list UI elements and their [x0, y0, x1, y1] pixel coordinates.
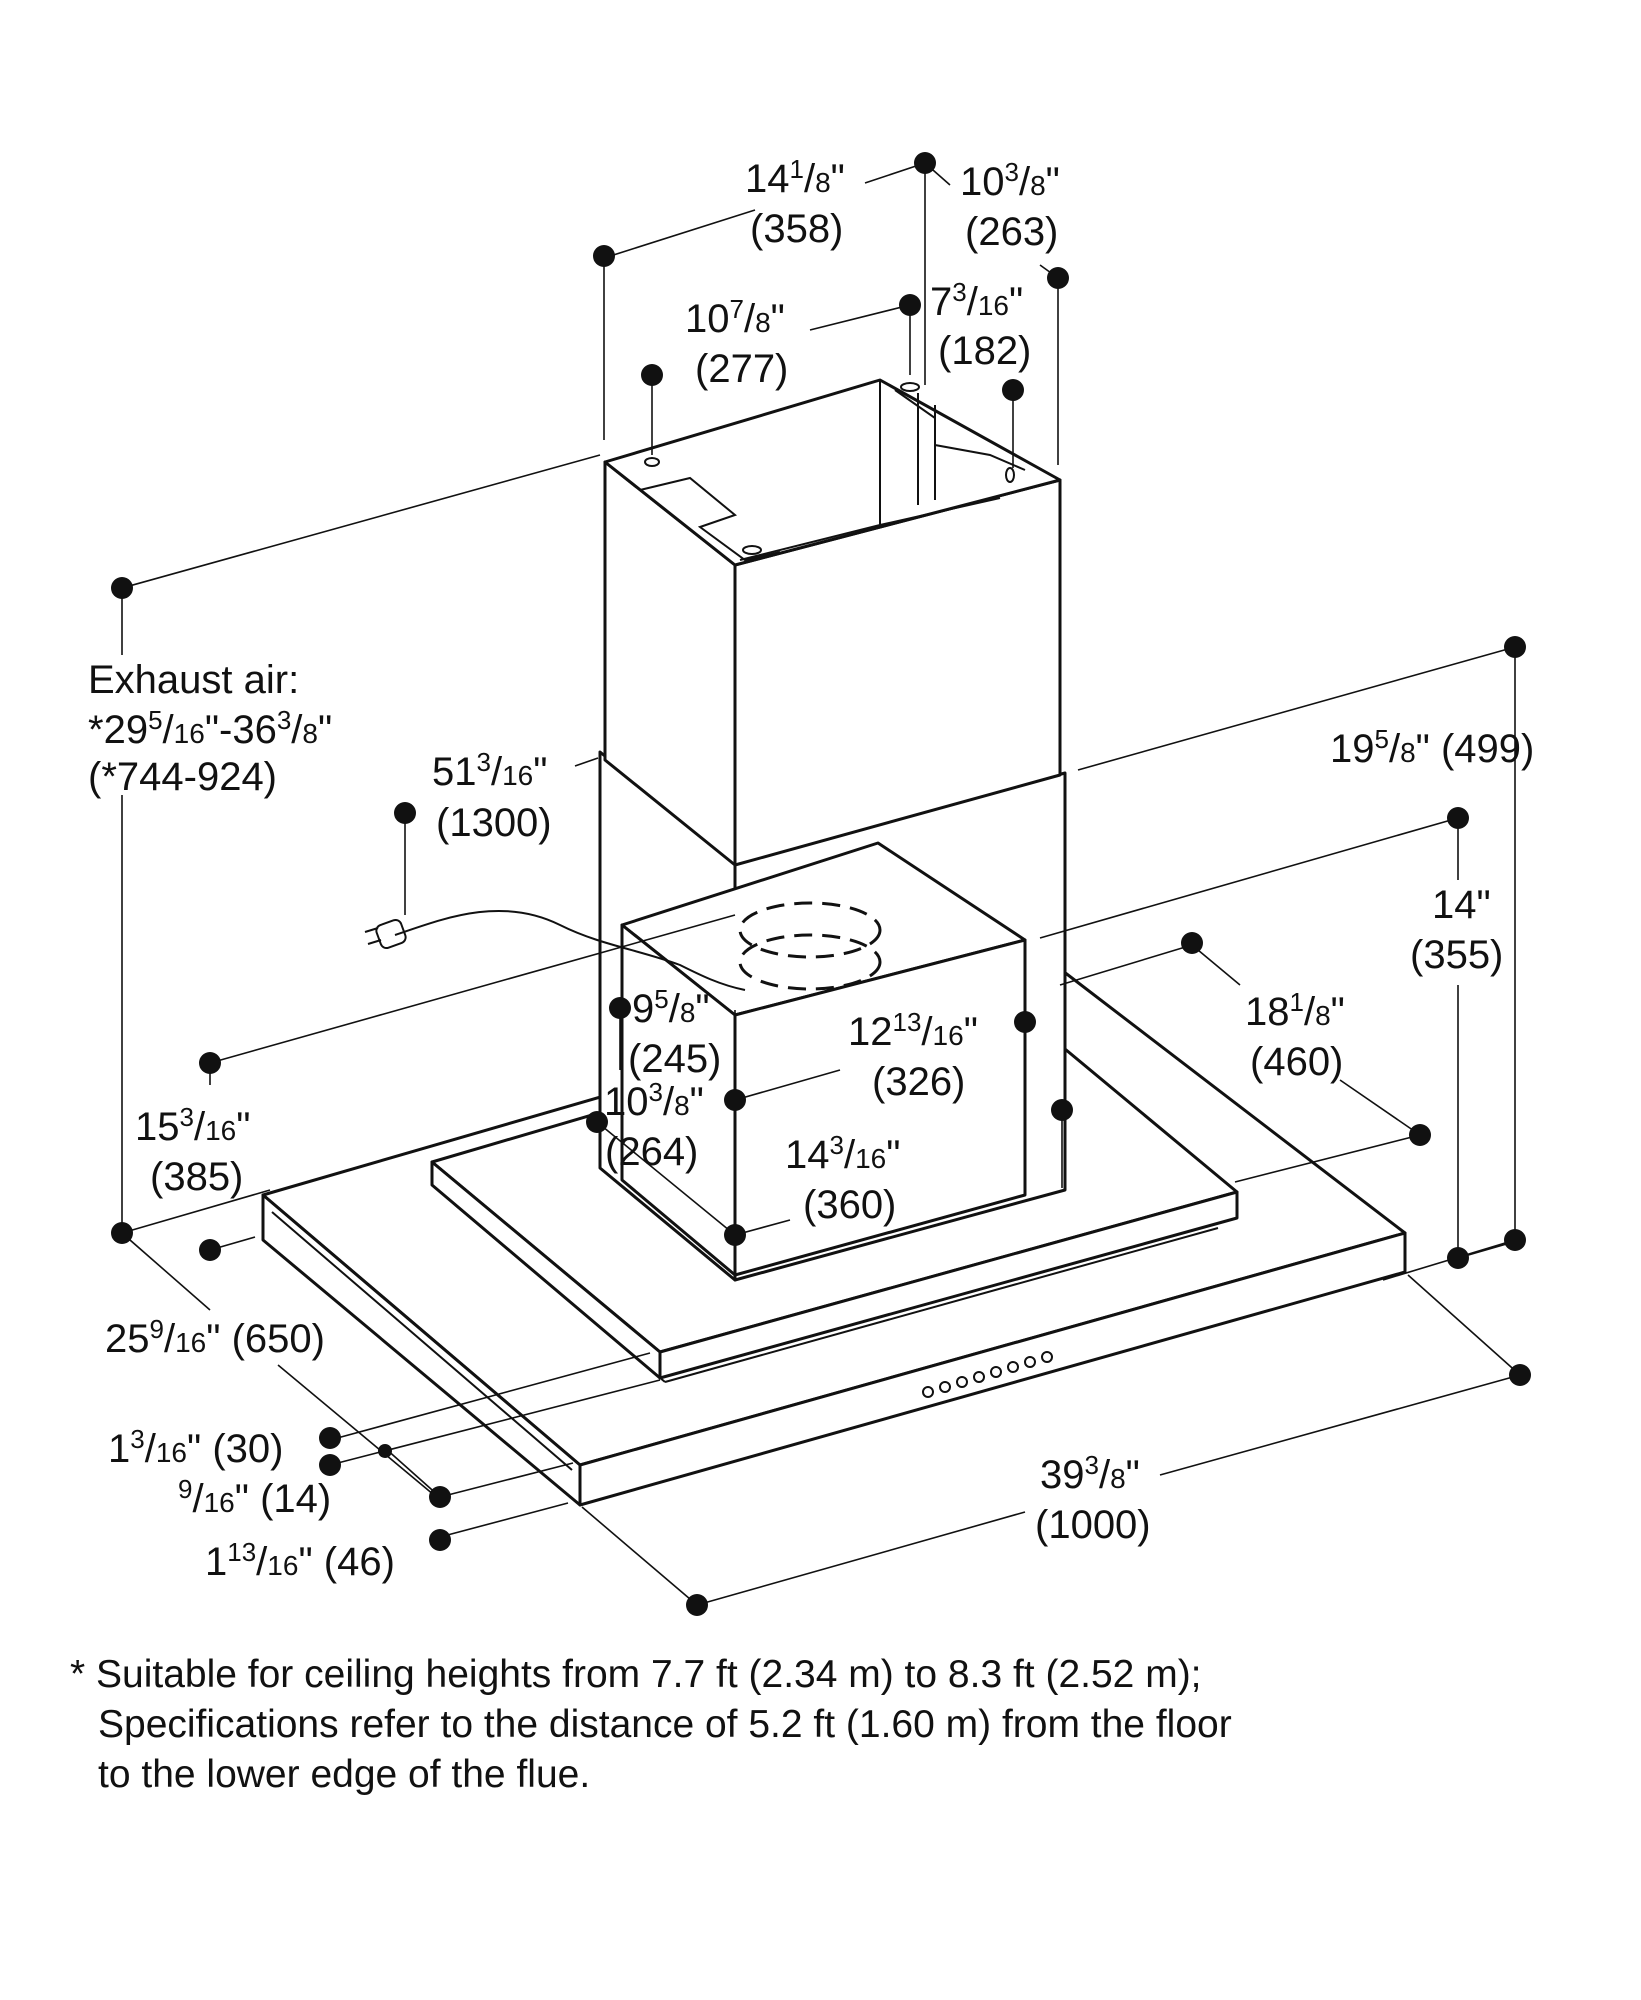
- dimension-dot: [1509, 1364, 1531, 1386]
- label-right-depth-mm: (460): [1250, 1040, 1343, 1084]
- label-inner-width-in: 1213/16": [848, 1007, 978, 1054]
- label-top-right-in: 103/8": [960, 157, 1060, 204]
- dimension-dot: [586, 1111, 608, 1133]
- label-width-in: 393/8": [1040, 1450, 1140, 1497]
- screw-hole-icon: [900, 382, 920, 392]
- upper-chimney-top: [603, 378, 1062, 567]
- label-right-depth-in: 181/8": [1245, 987, 1345, 1034]
- label-top-right-mm: (263): [965, 210, 1058, 254]
- label-total-height-in: 513/16": [432, 747, 547, 794]
- control-button-icon: [990, 1366, 1002, 1378]
- dimension-dot: [429, 1529, 451, 1551]
- label-thickness3: 113/16" (46): [205, 1537, 395, 1584]
- label-col-depth-mm: (264): [605, 1130, 698, 1174]
- blower-box-left: [620, 923, 737, 1277]
- filter-plate-shadow-2: [664, 1227, 1219, 1383]
- dimension-dot: [609, 997, 631, 1019]
- chimney-inner-edge-3: [739, 524, 881, 561]
- control-button-icon: [956, 1376, 968, 1388]
- dimension-dot: [724, 1224, 746, 1246]
- chimney-inner-edge-2: [879, 497, 1001, 526]
- label-right-height-in: 195/8" (499): [1330, 724, 1534, 771]
- label-thickness2: 9/16" (14): [178, 1474, 331, 1521]
- blower-outlet-upper: [738, 901, 882, 959]
- dimension-dot: [914, 152, 936, 174]
- label-col-width-in: 143/16": [785, 1130, 900, 1177]
- power-plug-icon: [364, 918, 407, 950]
- label-duct-a-mm: (277): [695, 347, 788, 391]
- label-duct-b-in: 73/16": [930, 277, 1023, 324]
- dimension-dot: [111, 577, 133, 599]
- dimension-dot: [319, 1427, 341, 1449]
- control-button-icon: [922, 1386, 934, 1398]
- control-buttons: [922, 1351, 1053, 1398]
- label-duct-b-mm: (182): [938, 329, 1031, 373]
- dimension-dot: [724, 1089, 746, 1111]
- dimension-dot: [199, 1239, 221, 1261]
- label-exhaust-in: *295/16"-363/8": [88, 705, 332, 752]
- footnote-line-2: Specifications refer to the distance of …: [98, 1703, 1232, 1746]
- dimension-dot: [1051, 1099, 1073, 1121]
- filter-plate-shadow: [454, 1204, 666, 1383]
- label-width-mm: (1000): [1035, 1503, 1151, 1547]
- control-button-icon: [1041, 1351, 1053, 1363]
- label-duct-a-in: 107/8": [685, 294, 785, 341]
- label-right-height2-in: 14": [1432, 883, 1491, 927]
- label-inner-width-mm: (326): [872, 1060, 965, 1104]
- label-left-depth-in: 153/16": [135, 1102, 250, 1149]
- dimension-dot: [319, 1454, 341, 1476]
- dimension-dot: [1447, 807, 1469, 829]
- dimension-labels: 141/8" (358) 103/8" (263) 107/8" (277) 7…: [88, 154, 1534, 1584]
- label-inner-height-mm: (245): [628, 1037, 721, 1081]
- hood-drawing: [261, 378, 1407, 1507]
- label-inner-height-in: 95/8": [632, 984, 710, 1031]
- screw-hole-icon: [1005, 467, 1015, 483]
- power-cord: [394, 909, 746, 991]
- dimension-dot: [394, 802, 416, 824]
- dimension-dot: [641, 364, 663, 386]
- label-top-left-mm: (358): [750, 207, 843, 251]
- label-exhaust-mm: (*744-924): [88, 755, 277, 799]
- label-depth-in: 259/16" (650): [105, 1314, 325, 1361]
- dimension-dot: [1047, 267, 1069, 289]
- footnote-line-3: to the lower edge of the flue.: [98, 1753, 591, 1796]
- label-col-depth-in: 103/8": [604, 1077, 704, 1124]
- dimension-dot: [111, 1222, 133, 1244]
- dimension-dot: [378, 1444, 392, 1458]
- label-top-left-in: 141/8": [745, 154, 845, 201]
- dimension-dot: [1504, 1229, 1526, 1251]
- label-exhaust-title: Exhaust air:: [88, 658, 299, 702]
- footnote-line-1: * Suitable for ceiling heights from 7.7 …: [70, 1653, 1202, 1696]
- blower-outlet-lower: [738, 933, 882, 991]
- dimension-dot: [1447, 1247, 1469, 1269]
- screw-hole-icon: [742, 545, 762, 555]
- dimension-dot: [1014, 1011, 1036, 1033]
- control-button-icon: [973, 1371, 985, 1383]
- dimension-dot: [1409, 1124, 1431, 1146]
- filter-plate-right: [658, 1190, 1239, 1380]
- dimension-dot: [429, 1486, 451, 1508]
- label-left-depth-mm: (385): [150, 1155, 243, 1199]
- control-button-icon: [1007, 1361, 1019, 1373]
- dimension-dot: [1504, 636, 1526, 658]
- label-thickness1: 13/16" (30): [108, 1424, 283, 1471]
- control-button-icon: [939, 1381, 951, 1393]
- dimension-dot: [1002, 379, 1024, 401]
- dimension-dot: [199, 1052, 221, 1074]
- label-right-height2-mm: (355): [1410, 933, 1503, 977]
- control-button-icon: [1024, 1356, 1036, 1368]
- dimension-dot: [686, 1594, 708, 1616]
- screw-hole-icon: [644, 457, 660, 467]
- dimension-dot: [1181, 932, 1203, 954]
- label-col-width-mm: (360): [803, 1183, 896, 1227]
- canopy-front-highlight: [271, 1211, 573, 1471]
- mounting-bracket: [639, 476, 781, 562]
- footnote: * Suitable for ceiling heights from 7.7 …: [70, 1650, 1530, 1800]
- label-total-height-mm: (1300): [436, 801, 552, 845]
- dimension-dot: [899, 294, 921, 316]
- dimension-dot: [593, 245, 615, 267]
- dimension-dots: [111, 152, 1531, 1616]
